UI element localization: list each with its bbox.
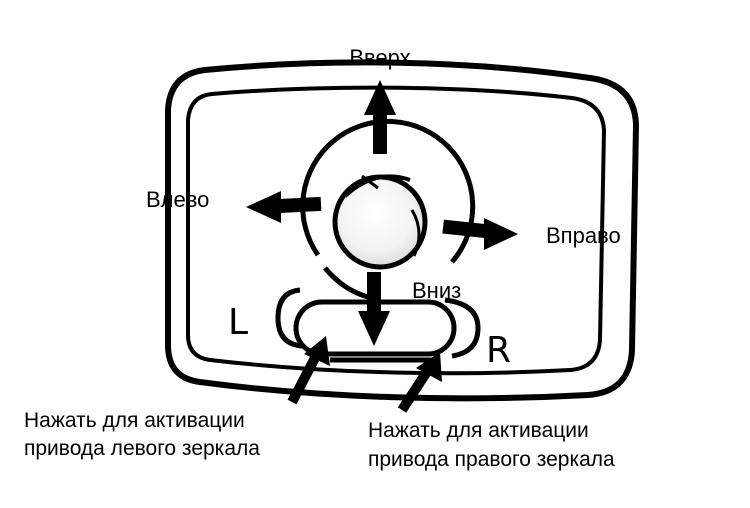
direction-down-label: Вниз (412, 278, 461, 303)
right-note-arrow (397, 352, 442, 413)
right-mirror-label: R (486, 330, 511, 371)
right-note-line1: Нажать для активации (368, 419, 589, 442)
control-panel-housing (165, 59, 639, 402)
down-arrow (358, 272, 390, 346)
left-note-line2: привода левого зеркала (24, 437, 260, 460)
direction-right-label: Вправо (546, 223, 621, 248)
left-arrow (246, 191, 322, 223)
joystick-control[interactable] (300, 118, 476, 301)
left-note-line1: Нажать для активации (24, 409, 245, 432)
left-mirror-label: L (228, 302, 248, 343)
up-arrow (364, 80, 396, 154)
direction-left-label: Влево (146, 187, 209, 212)
right-note-line2: привода правого зеркала (368, 448, 615, 471)
direction-up-label: Вверх (349, 45, 410, 70)
left-note-arrow (287, 336, 330, 405)
right-arrow (442, 218, 518, 250)
